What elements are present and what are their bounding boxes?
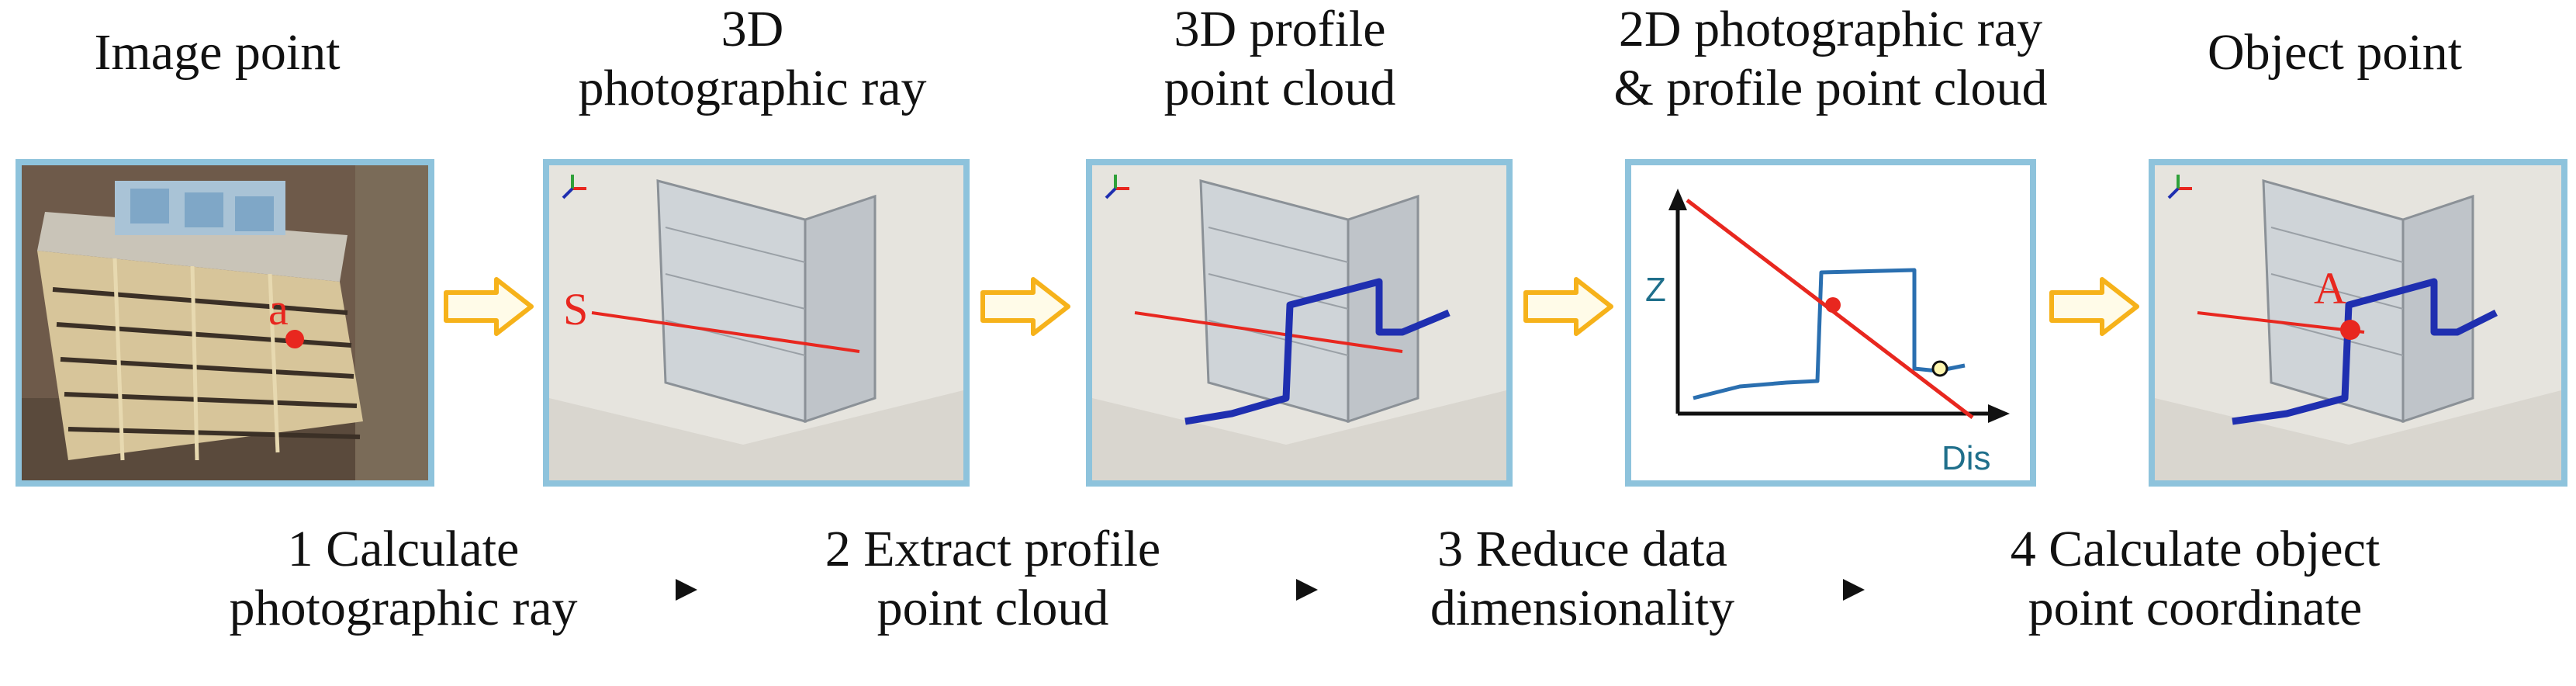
image-point-panel: a <box>16 159 434 487</box>
step-4-label: 4 Calculate object point coordinate <box>1877 520 2513 638</box>
step-2-label: 2 Extract profile point cloud <box>706 520 1280 638</box>
stage-title-line: 3D <box>721 1 784 57</box>
stage-title-line: 2D photographic ray <box>1618 1 2043 57</box>
stage-title-3d-profile: 3D profile point cloud <box>1039 0 1520 118</box>
camera-point-marker <box>1825 297 1841 313</box>
step-line: 3 Reduce data <box>1437 521 1727 577</box>
image-point-label: a <box>268 284 289 334</box>
stage-title-line: photographic ray <box>578 60 927 116</box>
step-line: photographic ray <box>229 580 578 636</box>
step-line: point coordinate <box>2028 580 2363 636</box>
stage-title-object-point: Object point <box>2133 23 2536 82</box>
axis-gizmo-icon <box>1105 175 1129 199</box>
step-line: 1 Calculate <box>287 521 520 577</box>
axis-gizmo-icon <box>562 175 586 199</box>
right-arrow-icon <box>2049 277 2139 336</box>
image-point-marker <box>285 330 304 348</box>
right-arrow-icon <box>1523 277 1613 336</box>
z-axis-label: Z <box>1645 271 1666 309</box>
stage-title-line: point cloud <box>1164 60 1396 116</box>
profile-point-cloud-panel <box>1086 159 1513 487</box>
right-arrow-icon <box>444 277 534 336</box>
stage-title-line: Object point <box>2207 24 2463 81</box>
object-point-marker <box>2340 320 2360 340</box>
stage-title-line: & profile point cloud <box>1613 60 2048 116</box>
photographic-ray-line <box>2197 311 2365 334</box>
object-point-label: A <box>2314 263 2346 314</box>
profile-polyline <box>1184 278 1451 425</box>
stage-title-2d-ray-profile: 2D photographic ray & profile point clou… <box>1575 0 2087 118</box>
triangle-right-icon <box>1843 579 1865 601</box>
step-line: dimensionality <box>1430 580 1735 636</box>
point-cloud-scene: S <box>549 165 963 480</box>
2d-profile-panel: Z Dis <box>1625 159 2036 487</box>
stage-title-image-point: Image point <box>31 23 403 82</box>
stage-title-line: 3D profile <box>1174 1 1386 57</box>
stage-title-line: Image point <box>94 24 341 81</box>
profile-polyline <box>2232 278 2498 425</box>
profile-curve <box>1693 268 1966 400</box>
step-line: 2 Extract profile <box>825 521 1161 577</box>
triangle-right-icon <box>1296 579 1318 601</box>
stage-title-3d-ray: 3D photographic ray <box>512 0 993 118</box>
intersection-marker <box>1931 360 1948 377</box>
step-line: 4 Calculate object <box>2010 521 2381 577</box>
point-cloud-scene: A <box>2155 165 2561 480</box>
step-line: point cloud <box>877 580 1109 636</box>
right-arrow-icon <box>980 277 1070 336</box>
photographic-ray-panel: S <box>543 159 970 487</box>
step-3-label: 3 Reduce data dimensionality <box>1334 520 1831 638</box>
triangle-right-icon <box>676 579 697 601</box>
2d-profile-chart: Z Dis <box>1631 165 2030 480</box>
dis-axis-label: Dis <box>1942 439 1991 477</box>
camera-center-label: S <box>563 284 588 334</box>
object-point-panel: A <box>2149 159 2567 487</box>
photographic-ray-line <box>591 311 860 353</box>
step-1-label: 1 Calculate photographic ray <box>186 520 621 638</box>
photographic-ray-line <box>1134 311 1403 353</box>
building-photo-illustration: a <box>22 165 428 480</box>
point-cloud-scene <box>1092 165 1506 480</box>
axis-gizmo-icon <box>2167 175 2192 199</box>
